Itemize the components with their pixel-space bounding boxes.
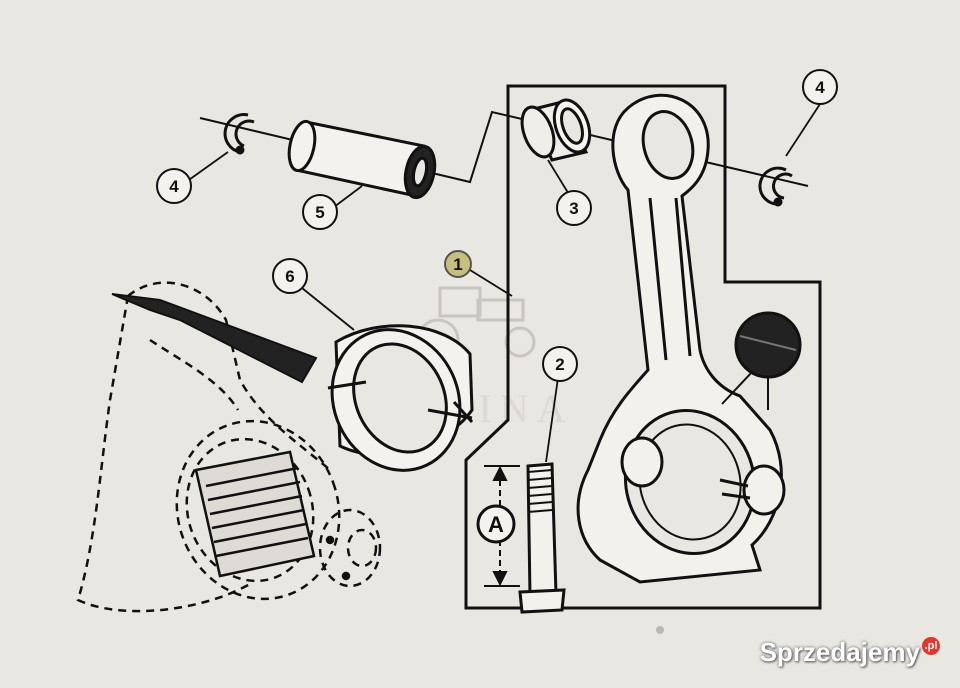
callout-4-left-label: 4	[169, 177, 179, 196]
callout-4-left: 4	[156, 168, 192, 204]
brand-tld-badge: .pl	[922, 637, 940, 655]
callout-6: 6	[272, 258, 308, 294]
rod-bolt	[518, 462, 566, 614]
circlip-left	[223, 113, 255, 155]
callout-leaders	[185, 103, 821, 463]
brand-name: Sprzedajemy	[759, 637, 920, 667]
dimension-a-label: A	[488, 512, 504, 537]
callout-5-label: 5	[315, 203, 324, 222]
circlip-right	[758, 166, 793, 207]
callout-6-label: 6	[285, 267, 294, 286]
small-end-bush	[520, 98, 592, 162]
oil-flow-arrow-icon	[111, 293, 318, 384]
crankshaft-gear	[194, 450, 351, 581]
callout-4-right-label: 4	[815, 78, 825, 97]
brand-watermark: Sprzedajemy.pl	[760, 637, 940, 668]
crankshaft-dashed	[76, 281, 382, 613]
callout-3-label: 3	[569, 199, 578, 218]
callout-5: 5	[302, 194, 338, 230]
dimension-a	[476, 465, 520, 587]
callout-1: 1	[444, 250, 472, 278]
connecting-rod	[576, 93, 786, 584]
callout-4-right: 4	[802, 69, 838, 105]
detail-magnifier	[721, 311, 802, 410]
callout-2-label: 2	[555, 355, 564, 374]
connecting-rod-panel	[464, 84, 822, 610]
scan-speck	[656, 626, 664, 634]
callout-1-label: 1	[453, 255, 462, 274]
big-end-bearing	[327, 324, 474, 472]
piston-pin	[287, 119, 437, 200]
callout-2: 2	[542, 346, 578, 382]
callout-3: 3	[556, 190, 592, 226]
